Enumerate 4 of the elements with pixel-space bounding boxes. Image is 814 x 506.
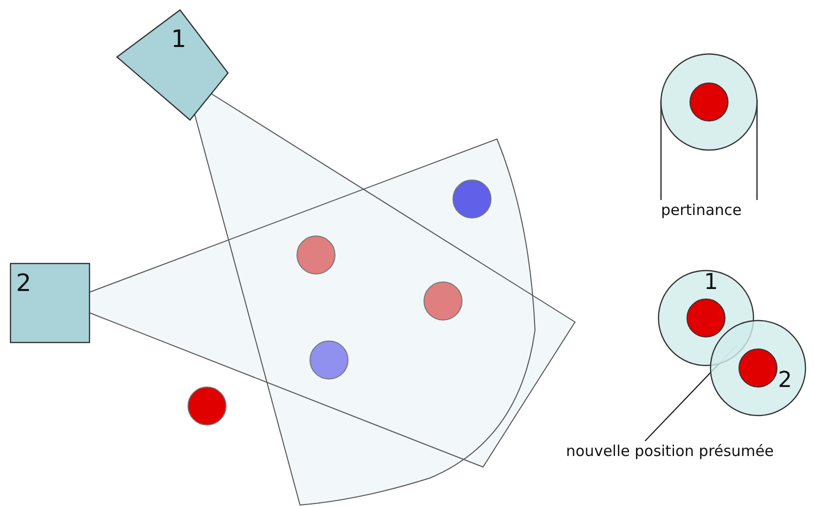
sensor-box: 2 <box>10 263 90 343</box>
position-label: nouvelle position présumée <box>566 441 814 463</box>
relevance-label: pertinance <box>661 201 742 219</box>
detection-circle: 2 <box>710 320 806 416</box>
